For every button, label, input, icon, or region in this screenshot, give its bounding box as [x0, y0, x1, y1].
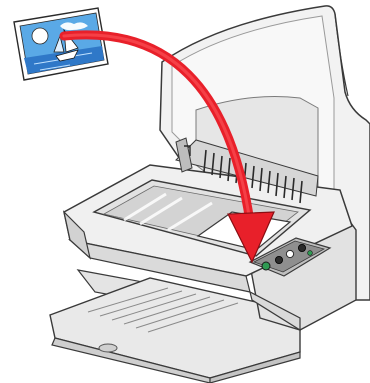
tray-handle[interactable]	[99, 344, 117, 352]
power-button[interactable]	[298, 244, 305, 251]
sun-icon	[32, 28, 48, 44]
cancel-button[interactable]	[286, 250, 293, 257]
start-button[interactable]	[262, 262, 270, 270]
power-light-icon	[308, 251, 313, 256]
photo-original	[14, 8, 108, 80]
copy-button[interactable]	[275, 256, 282, 263]
